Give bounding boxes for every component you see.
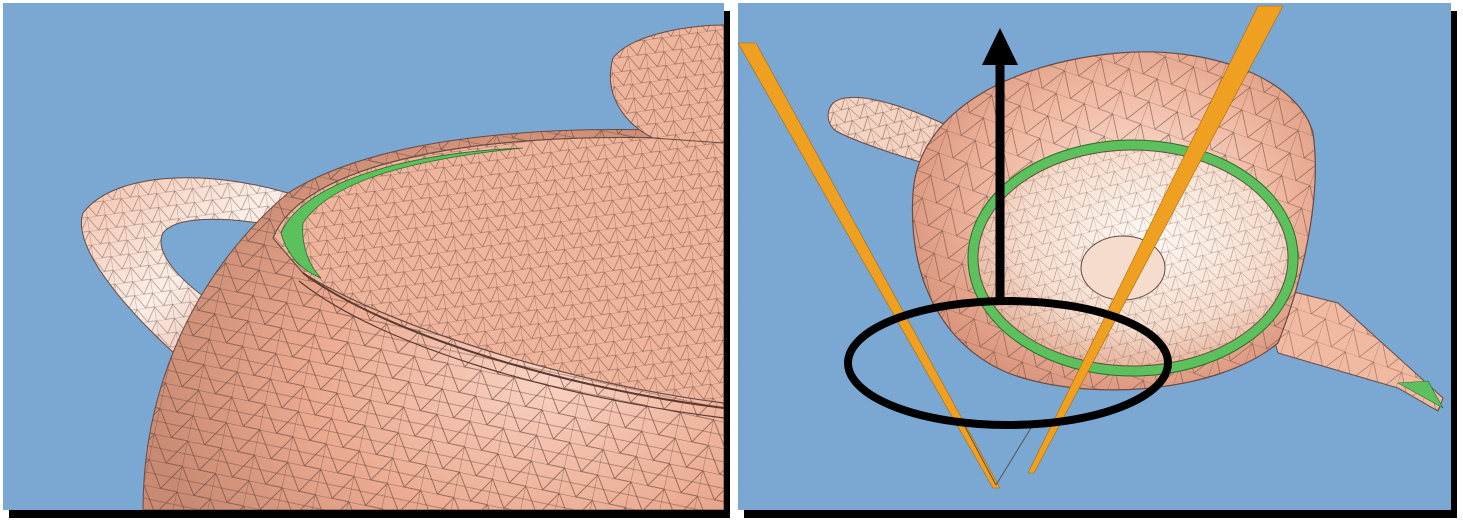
right-render-panel (738, 3, 1451, 510)
teapot-top-view-render (738, 3, 1451, 510)
teapot-knob (610, 25, 724, 143)
teapot-lid-opening (978, 150, 1288, 366)
left-render-panel (3, 3, 724, 510)
teapot-closeup-render (3, 3, 724, 510)
